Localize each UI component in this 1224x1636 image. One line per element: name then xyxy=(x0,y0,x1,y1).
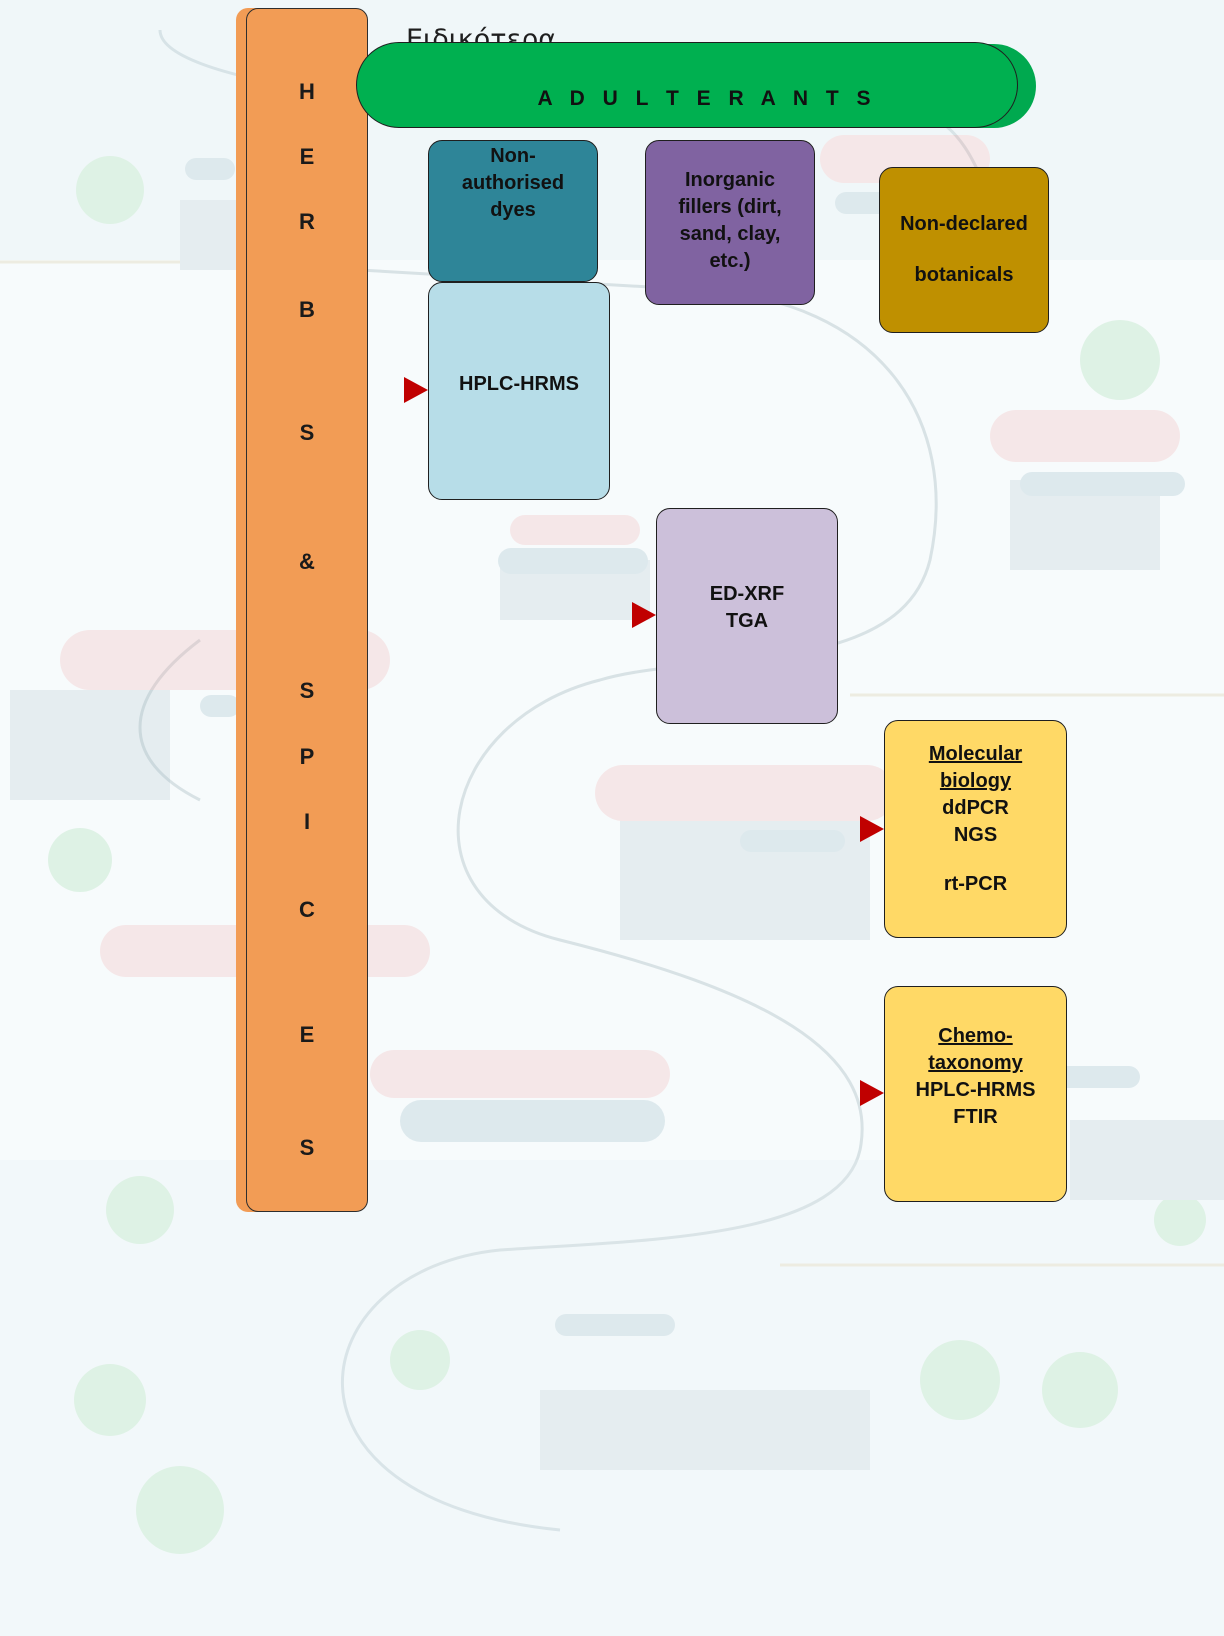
method-heading: Molecular xyxy=(928,743,1023,765)
arrow-right-icon xyxy=(632,602,656,628)
box-non-declared-botanicals: Non-declared botanicals xyxy=(879,167,1049,333)
method-heading: Chemo- xyxy=(938,1025,1013,1047)
box-text-line: sand, clay, xyxy=(679,223,781,245)
method-label: NGS xyxy=(953,824,998,846)
sidebar-letter: E xyxy=(299,144,315,169)
box-text-line: Non- xyxy=(490,145,536,167)
method-heading: biology xyxy=(939,770,1012,792)
box-molecular-biology: Molecular biology ddPCR NGS rt-PCR xyxy=(884,720,1067,938)
sidebar-letter: S xyxy=(299,1135,315,1160)
box-text-line: fillers (dirt, xyxy=(678,196,782,218)
sidebar-letter: E xyxy=(299,1022,315,1047)
box-inorganic-fillers: Inorganic fillers (dirt, sand, clay, etc… xyxy=(645,140,815,305)
arrow-right-icon xyxy=(404,377,428,403)
adulterants-label: A D U L T E R A N T S xyxy=(537,87,877,110)
sidebar-letter: B xyxy=(299,297,315,322)
box-text-line: authorised xyxy=(461,172,565,194)
adulterants-banner: A D U L T E R A N T S xyxy=(356,42,1018,128)
arrow-right-icon xyxy=(860,816,884,842)
sidebar-letter: & xyxy=(299,549,315,574)
method-label: TGA xyxy=(725,610,769,632)
method-label: ddPCR xyxy=(942,797,1009,819)
sidebar-letter: C xyxy=(299,897,315,922)
box-text-line: dyes xyxy=(490,199,536,221)
arrow-right-icon xyxy=(860,1080,884,1106)
box-chemotaxonomy: Chemo- taxonomy HPLC-HRMS FTIR xyxy=(884,986,1067,1202)
sidebar-letter: S xyxy=(299,420,315,445)
herbs-spices-bar: H E R B S & S P I C E S xyxy=(246,8,368,1212)
method-label: HPLC-HRMS xyxy=(459,373,579,395)
box-text-line: Non-declared xyxy=(900,213,1028,235)
sidebar-letter: I xyxy=(303,809,311,834)
box-text-line: botanicals xyxy=(914,264,1014,286)
sidebar-letter: H xyxy=(299,79,315,104)
box-text-line: Inorganic xyxy=(684,169,775,191)
sidebar-letter: P xyxy=(299,744,315,769)
sidebar-letter: S xyxy=(299,678,315,703)
sidebar-letter: R xyxy=(299,209,315,234)
box-edxrf-tga: ED-XRF TGA xyxy=(656,508,838,724)
box-non-authorised-dyes: Non- authorised dyes xyxy=(428,140,598,282)
method-label: ED-XRF xyxy=(709,583,785,605)
method-label: rt-PCR xyxy=(943,873,1008,895)
method-label: FTIR xyxy=(953,1106,998,1128)
box-hplc-hrms: HPLC-HRMS xyxy=(428,282,610,500)
method-heading: taxonomy xyxy=(928,1052,1023,1074)
box-text-line: etc.) xyxy=(709,250,751,272)
method-label: HPLC-HRMS xyxy=(915,1079,1036,1101)
